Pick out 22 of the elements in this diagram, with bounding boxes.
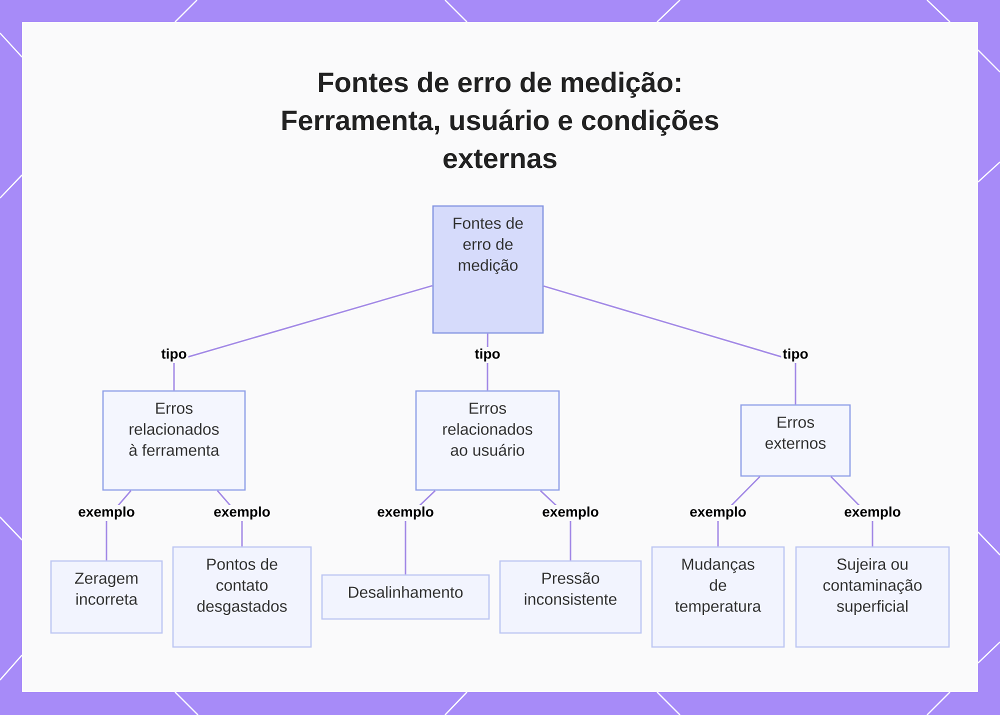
edge-label: exemplo — [842, 504, 902, 522]
example-box: Desalinhamento — [321, 574, 490, 620]
example-box: Zeragem incorreta — [50, 560, 163, 634]
example-box: Mudanças de temperatura — [651, 546, 785, 648]
title: Fontes de erro de medição: Ferramenta, usuário e condições externas — [282, 72, 718, 168]
category-box: Erros relacionados ao usuário — [415, 390, 560, 491]
example-box: Sujeira ou contaminação superficial — [795, 546, 950, 648]
connector-line — [543, 285, 796, 404]
example-box: Pressão inconsistente — [499, 560, 642, 634]
category-box: Erros externos — [740, 404, 851, 477]
edge-label: tipo — [781, 346, 810, 364]
category-box: Erros relacionados à ferramenta — [102, 390, 246, 491]
edge-label: exemplo — [688, 504, 748, 522]
connector-line — [173, 284, 433, 390]
edge-label: exemplo — [376, 504, 436, 522]
topic-box: Fontes de erro de medição — [432, 205, 544, 334]
edge-label: exemplo — [540, 504, 600, 522]
edge-label: tipo — [473, 346, 502, 364]
edge-label: tipo — [160, 346, 188, 364]
edge-label: exemplo — [76, 504, 136, 522]
edge-label: exemplo — [212, 504, 272, 522]
example-box: Pontos de contato desgastados — [172, 546, 312, 648]
